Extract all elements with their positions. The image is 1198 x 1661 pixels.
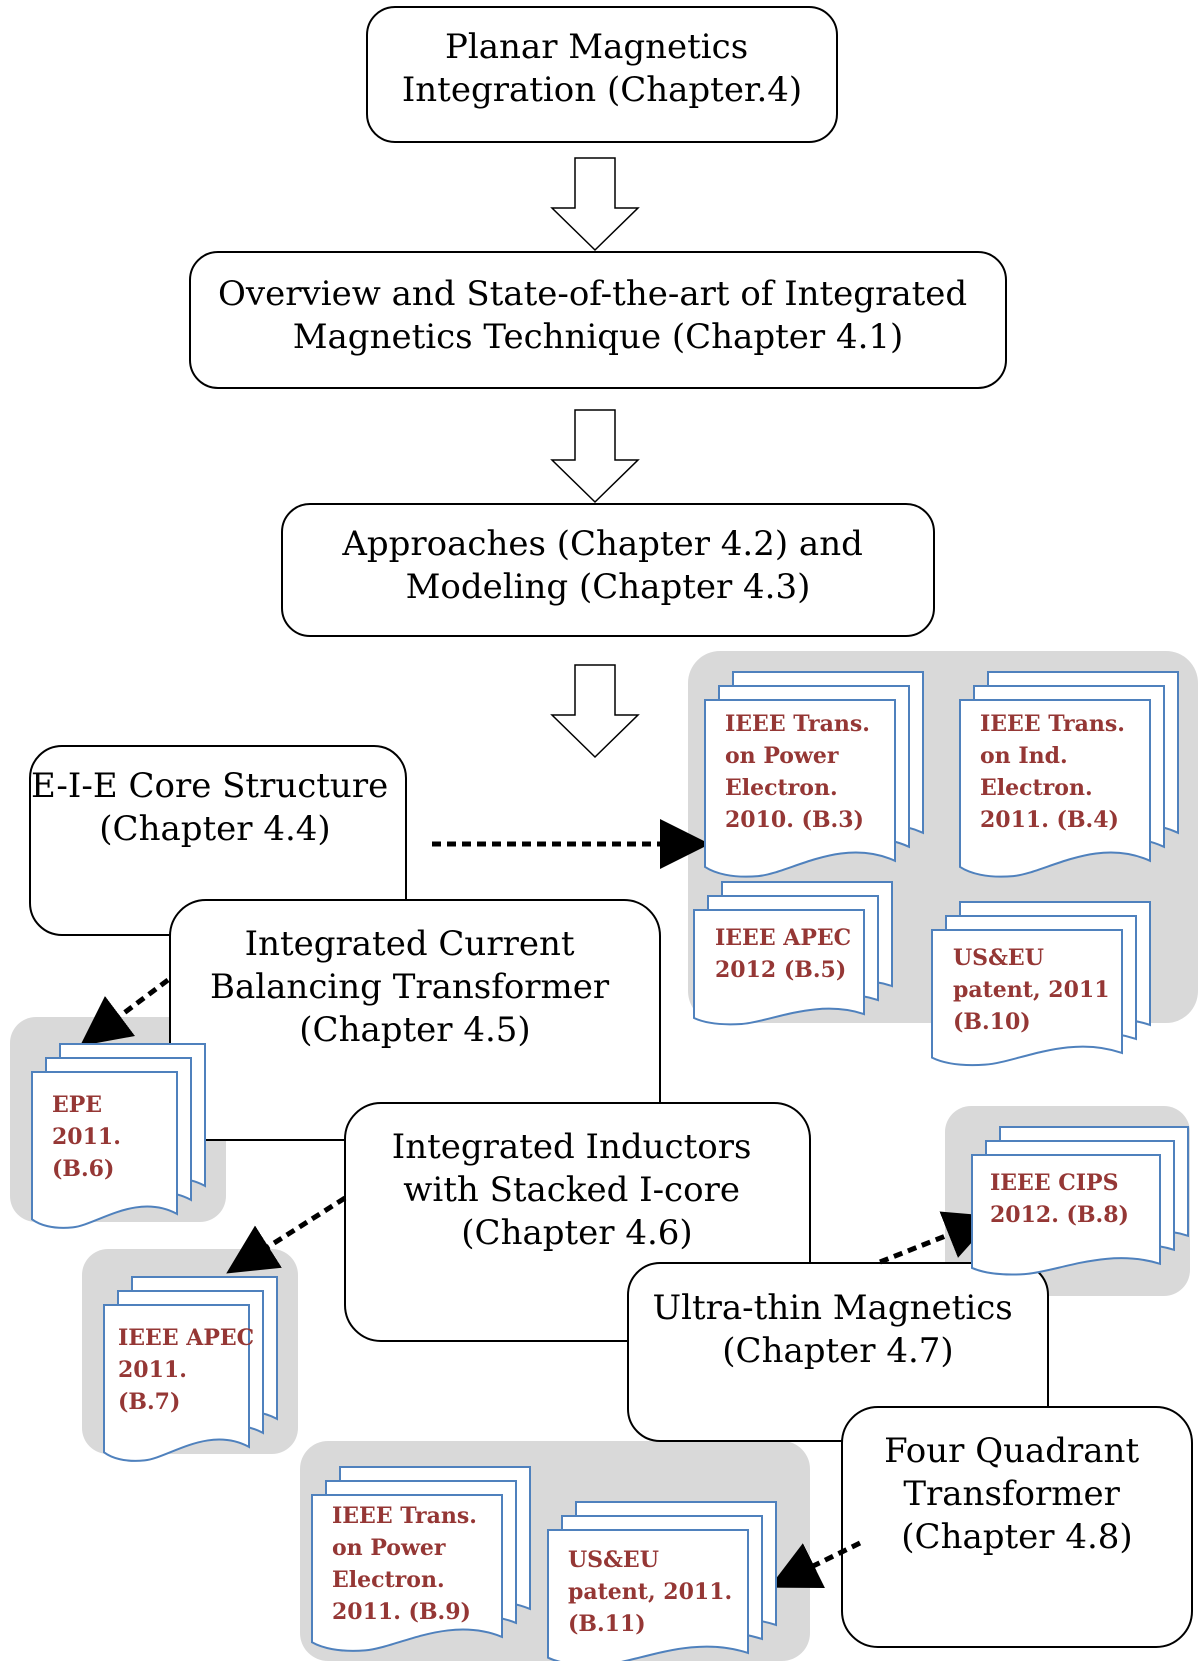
svg-text:Planar Magnetics Integra: Planar Magnetics Integration (Chapter.4) [402,27,802,110]
svg-text:Integrated Current Balan: Integrated Current Balancing Transformer… [210,924,620,1050]
document-page [704,699,896,878]
box-icbt: Integrated Current Balancing Transformer… [169,899,661,1141]
dotted-arrow-inductors-to-b7 [226,1195,347,1274]
svg-text:Approaches (Chapter 4.2) and: Approaches (Chapter 4.2) and Modeling (C… [341,524,873,607]
svg-text:Ultra-thin Magnetics (Ch: Ultra-thin Magnetics (Chapter 4.7) [652,1288,1023,1371]
document-page [547,1529,749,1661]
svg-text:E-I-E Core Structure (Ch: E-I-E Core Structure (Chapter 4.4) [31,766,399,849]
svg-text:Overview and State-of-the-art: Overview and State-of-the-art of Integra… [218,274,978,357]
document-page [693,909,865,1026]
document-page [959,699,1151,878]
publication-b4: IEEE Trans.on Ind.Electron.2011. (B.4) [959,671,1179,878]
box-planar-magnetics: Planar Magnetics Integration (Chapter.4) [366,6,838,143]
svg-text:Four Quadrant Transforme: Four Quadrant Transformer (Chapter 4.8) [884,1431,1150,1557]
box-approaches: Approaches (Chapter 4.2) and Modeling (C… [281,503,935,637]
dotted-arrow-fourquad-to-b11 [769,1540,862,1589]
dotted-arrow-icbt-to-b6 [80,978,170,1046]
publication-label-b4: IEEE Trans.on Ind.Electron.2011. (B.4) [980,711,1125,833]
down-arrow-1 [550,157,640,252]
document-page [103,1304,250,1462]
box-eie-core: E-I-E Core Structure (Chapter 4.4) [29,745,407,936]
document-page [311,1494,503,1652]
box-ultrathin: Ultra-thin Magnetics (Chapter 4.7) [627,1262,1049,1442]
box-overview: Overview and State-of-the-art of Integra… [189,251,1007,389]
document-page [971,1154,1161,1276]
document-page [31,1071,178,1229]
svg-text:Integrated Inductors wit: Integrated Inductors with Stacked I-core… [392,1127,762,1253]
box-four-quadrant: Four Quadrant Transformer (Chapter 4.8) [841,1406,1193,1648]
down-arrow-3 [550,664,640,759]
document-page [931,929,1123,1067]
down-arrow-2 [550,409,640,504]
